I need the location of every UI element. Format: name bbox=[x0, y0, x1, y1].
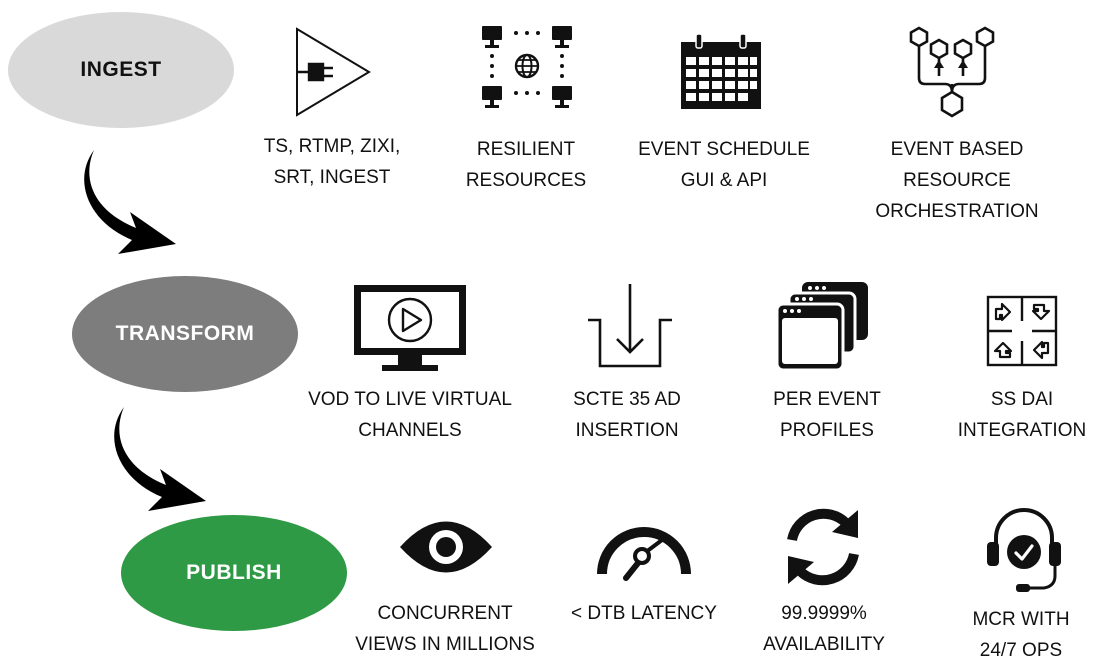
gauge-icon bbox=[597, 527, 691, 581]
hexagon-tree-icon bbox=[909, 26, 995, 118]
calendar-icon bbox=[681, 34, 761, 109]
refresh-icon bbox=[787, 508, 859, 586]
caption-ingest-protocols: TS, RTMP, ZIXI, SRT, INGEST bbox=[263, 136, 401, 188]
monitor-play-icon bbox=[354, 285, 466, 371]
caption-event-orchestration: EVENT BASED RESOURCE ORCHESTRATION bbox=[875, 139, 1039, 222]
eye-icon bbox=[400, 521, 492, 573]
caption-mcr-ops: MCR WITH 24/7 OPS bbox=[972, 609, 1070, 661]
flow-arrow-ingest-to-transform bbox=[84, 150, 176, 254]
stage-transform: TRANSFORM bbox=[72, 276, 298, 392]
caption-concurrent-views: CONCURRENT VIEWS IN MILLIONS bbox=[355, 603, 535, 655]
caption-availability: 99.9999% AVAILABILITY bbox=[763, 603, 885, 655]
stage-transform-label: TRANSFORM bbox=[115, 322, 255, 345]
caption-event-schedule: EVENT SCHEDULE GUI & API bbox=[638, 139, 810, 191]
plug-triangle-icon bbox=[296, 27, 371, 117]
caption-latency: < DTB LATENCY bbox=[571, 603, 717, 624]
headset-clock-icon bbox=[987, 508, 1061, 592]
flow-arrow-transform-to-publish bbox=[114, 407, 206, 511]
caption-per-event-profiles: PER EVENT PROFILES bbox=[773, 389, 881, 441]
stage-ingest: INGEST bbox=[8, 12, 234, 128]
stacked-windows-icon bbox=[776, 282, 868, 372]
caption-resilient-resources: RESILIENT RESOURCES bbox=[465, 139, 587, 191]
caption-scte35: SCTE 35 AD INSERTION bbox=[573, 389, 681, 441]
stage-ingest-label: INGEST bbox=[80, 58, 162, 81]
stage-publish: PUBLISH bbox=[121, 515, 347, 631]
caption-ss-dai: SS DAI INTEGRATION bbox=[957, 389, 1087, 441]
network-globe-icon bbox=[482, 26, 572, 108]
caption-vod-to-live: VOD TO LIVE VIRTUAL CHANNELS bbox=[308, 389, 512, 441]
stage-publish-label: PUBLISH bbox=[186, 561, 282, 584]
puzzle-arrows-icon bbox=[986, 295, 1058, 367]
insert-arrow-icon bbox=[588, 284, 672, 368]
